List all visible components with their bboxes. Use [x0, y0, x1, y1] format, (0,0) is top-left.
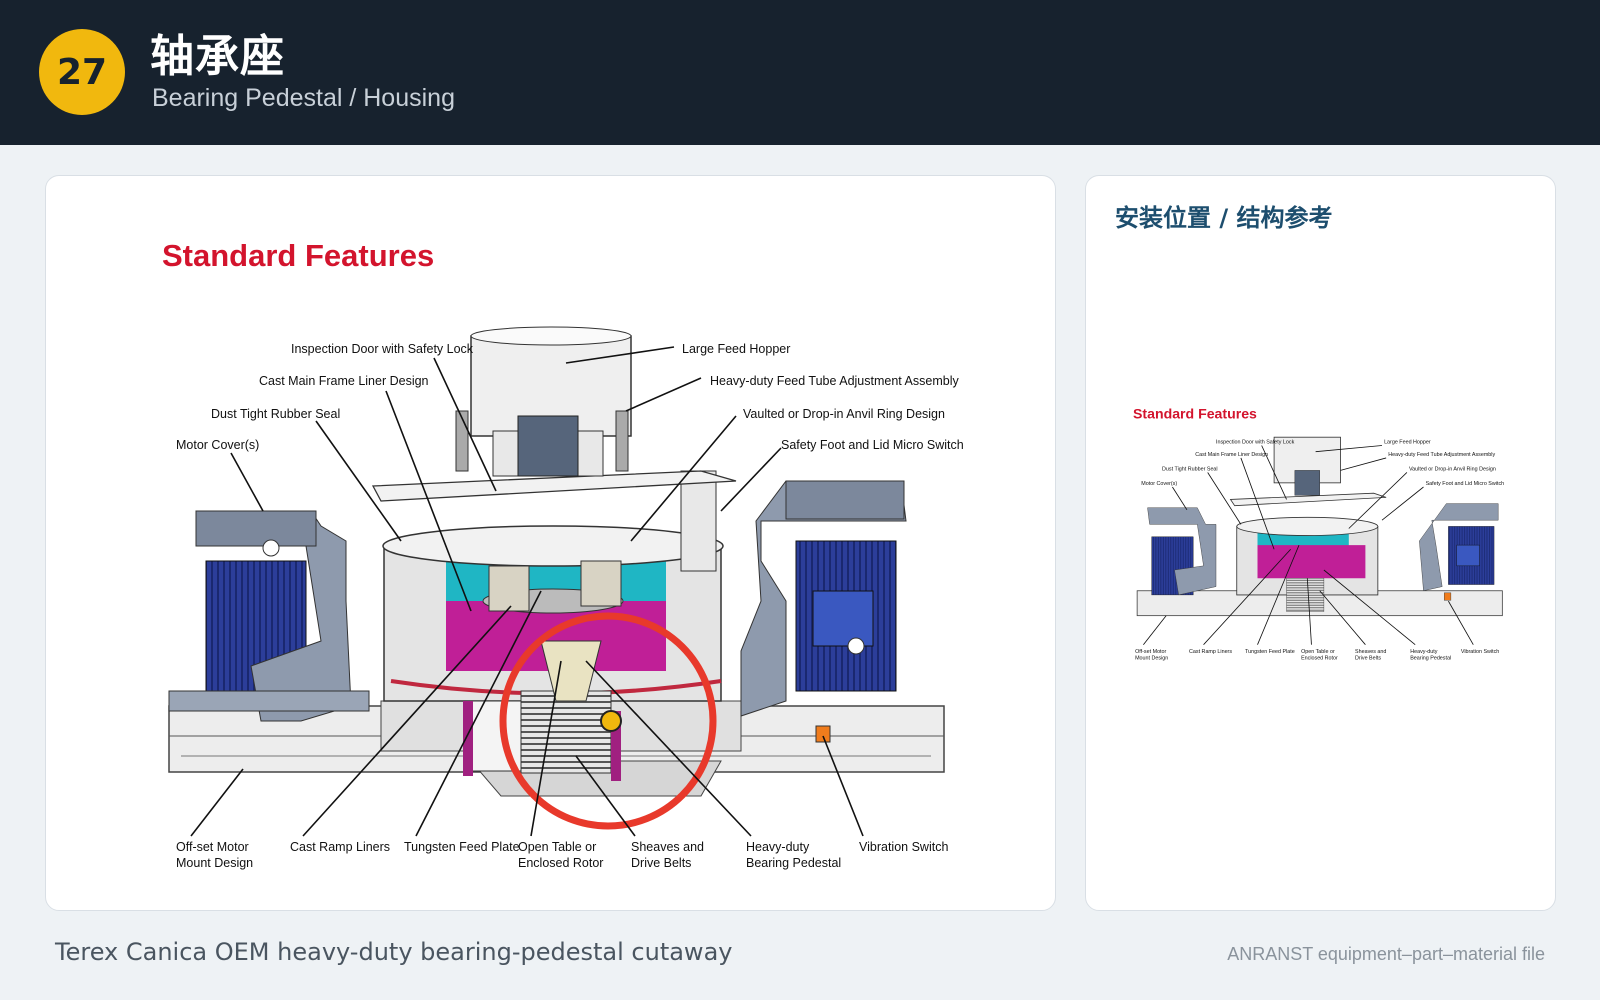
thumb-label-dust-tight-seal: Dust Tight Rubber Seal: [1162, 466, 1218, 472]
label-motor-cover: Motor Cover(s): [176, 438, 259, 452]
thumb-label-offset-motor-line1: Off-set Motor: [1135, 649, 1166, 655]
label-dust-tight-seal: Dust Tight Rubber Seal: [211, 407, 340, 421]
thumb-label-inspection-door: Inspection Door with Safety Lock: [1216, 439, 1295, 445]
thumb-heading: Standard Features: [1133, 406, 1257, 422]
thumb-label-large-feed-hopper: Large Feed Hopper: [1384, 439, 1431, 445]
label-cast-ramp: Cast Ramp Liners: [290, 840, 390, 854]
thumb-label-bearing-line2: Bearing Pedestal: [1410, 656, 1451, 662]
label-safety-foot: Safety Foot and Lid Micro Switch: [781, 438, 964, 452]
thumb-label-open-table-line1: Open Table or: [1301, 649, 1335, 655]
thumb-label-tungsten-plate: Tungsten Feed Plate: [1245, 649, 1295, 655]
label-sheaves-line1: Sheaves and: [631, 840, 704, 854]
label-offset-motor-line2: Mount Design: [176, 856, 253, 870]
page-title: 轴承座: [150, 31, 285, 82]
label-offset-motor-line1: Off-set Motor: [176, 840, 249, 854]
label-inspection-door: Inspection Door with Safety Lock: [291, 342, 474, 356]
thumb-label-vibration-switch: Vibration Switch: [1461, 649, 1499, 655]
thumb-label-sheaves-line2: Drive Belts: [1355, 656, 1381, 662]
reference-title: 安装位置 / 结构参考: [1115, 204, 1333, 232]
label-open-table-line2: Enclosed Rotor: [518, 856, 603, 870]
label-bearing-line2: Bearing Pedestal: [746, 856, 841, 870]
callout-labels: Inspection Door with Safety Lock Cast Ma…: [176, 342, 964, 870]
thumb-label-bearing-line1: Heavy-duty: [1410, 649, 1437, 655]
lid-and-hopper: [371, 326, 737, 502]
label-open-table-line1: Open Table or: [518, 840, 596, 854]
label-sheaves-line2: Drive Belts: [631, 856, 691, 870]
label-anvil-ring: Vaulted or Drop-in Anvil Ring Design: [743, 407, 945, 421]
page-subtitle: Bearing Pedestal / Housing: [152, 84, 455, 112]
thumb-label-motor-cover: Motor Cover(s): [1141, 481, 1177, 487]
standard-features-heading: Standard Features: [162, 238, 434, 273]
header-bar: 27 轴承座 Bearing Pedestal / Housing: [0, 0, 1600, 145]
right-motor: [740, 480, 907, 717]
left-motor: [168, 510, 370, 722]
thumb-label-sheaves-line1: Sheaves and: [1355, 649, 1386, 655]
thumb-label-cast-main-frame: Cast Main Frame Liner Design: [1195, 452, 1268, 458]
label-large-feed-hopper: Large Feed Hopper: [682, 342, 790, 356]
thumb-label-feed-tube: Heavy-duty Feed Tube Adjustment Assembly: [1388, 452, 1495, 458]
thumb-label-open-table-line2: Enclosed Rotor: [1301, 656, 1338, 662]
reference-thumbnail: Standard Features: [1133, 406, 1505, 662]
part-number-badge: 27: [39, 29, 125, 115]
thumb-label-cast-ramp: Cast Ramp Liners: [1189, 649, 1232, 655]
diagram-card: Standard Features: [45, 175, 1056, 911]
highlight-ring: [499, 612, 717, 830]
thumb-label-safety-foot: Safety Foot and Lid Micro Switch: [1426, 481, 1505, 487]
image-caption: Terex Canica OEM heavy-duty bearing-pede…: [55, 938, 733, 966]
leader-lines: [190, 346, 864, 837]
bearing-marker: [600, 710, 622, 732]
label-bearing-line1: Heavy-duty: [746, 840, 810, 854]
footer-source: ANRANST equipment–part–material file: [1227, 944, 1545, 964]
cutaway-diagram: Standard Features: [162, 238, 964, 870]
reference-card: 安装位置 / 结构参考 Standard Features: [1085, 175, 1556, 911]
label-tungsten-plate: Tungsten Feed Plate: [404, 840, 520, 854]
label-cast-main-frame: Cast Main Frame Liner Design: [259, 374, 429, 388]
thumb-label-offset-motor-line2: Mount Design: [1135, 656, 1168, 662]
thumb-label-anvil-ring: Vaulted or Drop-in Anvil Ring Design: [1409, 466, 1496, 472]
label-feed-tube: Heavy-duty Feed Tube Adjustment Assembly: [710, 374, 959, 388]
label-vibration-switch: Vibration Switch: [859, 840, 948, 854]
